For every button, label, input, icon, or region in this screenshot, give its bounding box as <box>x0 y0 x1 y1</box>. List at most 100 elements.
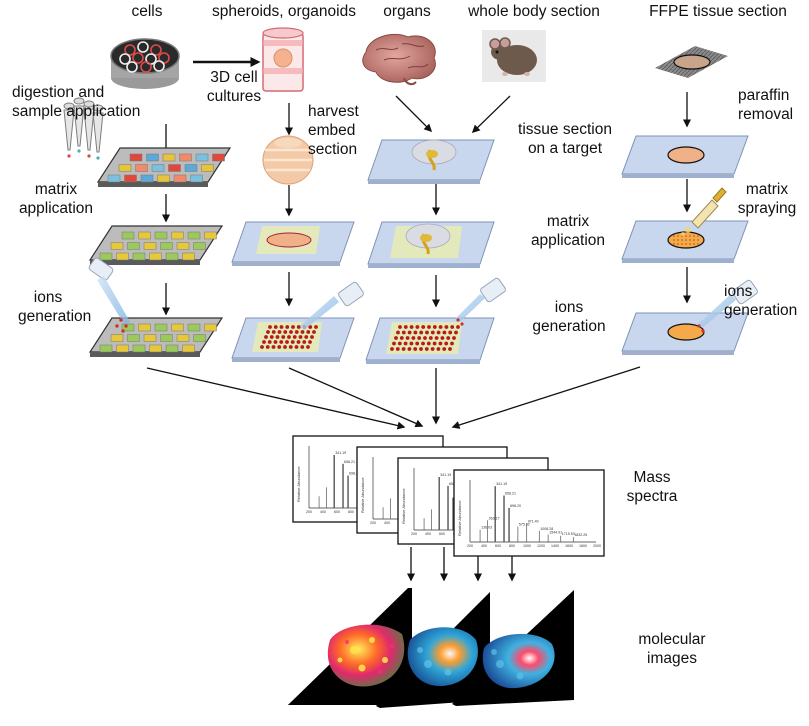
well <box>138 323 151 332</box>
spheroid-culture-vial-icon <box>262 27 304 92</box>
label-cells-matrix: matrix application <box>16 180 96 218</box>
well <box>187 231 201 240</box>
slide-edge <box>368 180 480 184</box>
well <box>143 242 157 250</box>
matrix-crystal <box>689 239 691 241</box>
tick-label: 1000 <box>523 544 531 548</box>
well <box>116 252 129 261</box>
label-3d-culture: 3D cell cultures <box>198 68 270 106</box>
sampling-spot <box>281 335 286 339</box>
slide-edge <box>622 174 734 178</box>
label-tissue-ions: ions generation <box>524 298 614 336</box>
sampling-spot <box>290 340 295 344</box>
well <box>107 174 121 183</box>
well <box>138 231 151 240</box>
plate-edge <box>90 352 200 357</box>
label-paraffin: paraffin removal <box>738 86 793 124</box>
sampling-spot <box>426 341 431 346</box>
matrix-crystal <box>673 239 675 241</box>
sampling-spot <box>302 340 307 344</box>
label-tissue-matrix: matrix application <box>520 212 616 250</box>
well <box>116 344 129 353</box>
tick-label: 2000 <box>593 544 601 548</box>
tick-label: 400 <box>481 544 487 548</box>
well <box>127 242 140 250</box>
label-3d-culture-line2: cultures <box>206 88 262 105</box>
peak-label: 698.20 <box>510 504 521 508</box>
spheroid-section <box>266 232 312 248</box>
matrix-crystal <box>697 243 699 245</box>
sampling-spot <box>265 345 270 349</box>
label-tissue-matrix-line2: application <box>530 232 606 249</box>
well <box>121 323 135 332</box>
molecular-image-2 <box>376 592 490 708</box>
matrix-crystal <box>685 235 687 237</box>
sampling-spot <box>456 325 460 329</box>
molecular-image-1 <box>288 588 412 705</box>
label-tissue-section-line2: on a target <box>527 140 603 157</box>
matrix-crystal <box>677 243 679 245</box>
label-molecular-images-line2: images <box>647 650 697 667</box>
arrow-body-to-section <box>471 95 511 134</box>
matrix-crystal <box>673 235 675 237</box>
well <box>193 334 206 342</box>
label-harvest: harvest embed section <box>308 102 359 159</box>
tick-label: 600 <box>495 544 501 548</box>
tick-label: 1400 <box>551 544 559 548</box>
well <box>173 174 187 183</box>
sampling-spot <box>271 330 276 334</box>
sampling-spot <box>279 325 284 329</box>
sampling-spot <box>267 340 272 344</box>
sampling-spot <box>392 341 396 346</box>
matrix-crystal <box>673 243 675 245</box>
well <box>182 344 195 353</box>
sampling-spot <box>438 325 443 329</box>
label-tissue-ions-line2: generation <box>532 318 606 335</box>
brain-core <box>420 234 432 242</box>
matrix-crystal <box>677 239 679 241</box>
sampling-spot <box>446 336 451 340</box>
molecular-images-stack <box>288 588 574 708</box>
matrix-crystal <box>693 239 695 241</box>
peak-label: 698.20 <box>349 472 360 476</box>
sampling-spot <box>407 330 412 335</box>
sampling-spot <box>397 341 402 346</box>
well <box>140 174 154 183</box>
label-cells-ions-line2: generation <box>18 308 92 325</box>
sampling-spot <box>442 330 447 335</box>
tick-label: 200 <box>370 521 376 525</box>
sampling-spot <box>436 330 441 335</box>
sampling-spot <box>427 325 431 329</box>
matrix-crystal <box>681 243 683 245</box>
sampling-spot <box>419 347 423 351</box>
well <box>146 153 159 162</box>
matrix-coated-well-plate <box>88 225 224 265</box>
ffpe-dewaxed-slide <box>621 135 749 178</box>
well <box>165 252 179 261</box>
sampling-spot <box>291 325 295 329</box>
label-mass-spectra-line1: Mass <box>633 469 671 486</box>
sampling-spot <box>421 325 426 329</box>
tick-label: 800 <box>348 510 354 514</box>
sampling-spot <box>273 325 278 329</box>
arrow-organs-to-section <box>395 95 433 133</box>
well <box>182 252 195 261</box>
header-whole-body: whole body section <box>468 3 600 20</box>
well <box>204 323 217 332</box>
arrow-cells-to-spectra <box>146 367 406 430</box>
label-ffpe-ions: ions generation <box>724 282 797 320</box>
sample-well-plate <box>96 147 232 187</box>
sampling-spot <box>415 341 420 346</box>
plate-edge <box>98 182 208 187</box>
well <box>151 164 165 172</box>
molecular-image-3 <box>452 590 574 706</box>
sampling-spot <box>289 330 293 334</box>
well <box>184 164 198 172</box>
sampling-spot <box>452 336 456 340</box>
arrow-spheroids-to-spectra <box>288 367 424 428</box>
label-ffpe-spraying: matrix spraying <box>732 180 802 218</box>
sampling-spot <box>283 345 287 349</box>
tissue-matrix-slide <box>367 221 495 268</box>
